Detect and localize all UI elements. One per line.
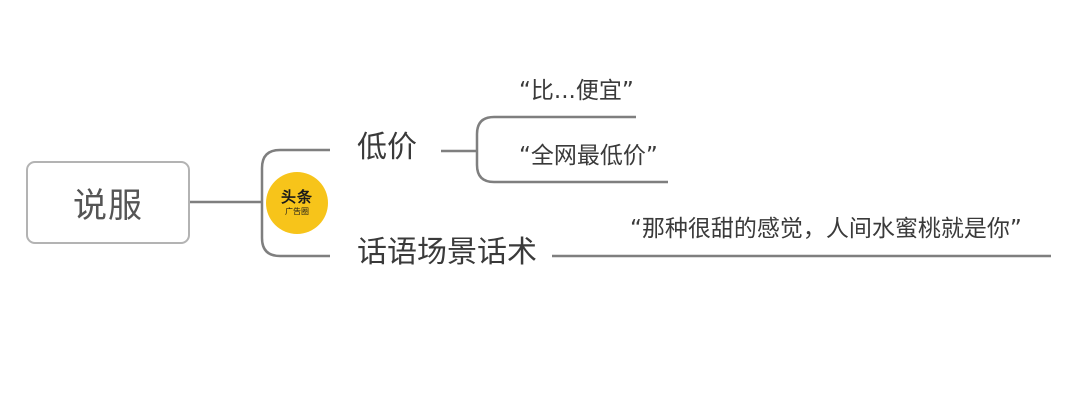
- branch-node-scenario-script[interactable]: 话语场景话术: [357, 235, 537, 270]
- connector-branch-1-bracket: [475, 115, 668, 184]
- leaf-node-cheaper-than[interactable]: “比...便宜”: [519, 78, 634, 104]
- watermark-main-text: 头条: [280, 188, 313, 207]
- leaf-node-sweet-feeling-quote[interactable]: “那种很甜的感觉，人间水蜜桃就是你”: [630, 216, 1022, 242]
- watermark-sub-text: 广告圈: [285, 206, 309, 216]
- connector-root-bracket: [260, 148, 330, 258]
- leaf-node-lowest-price[interactable]: “全网最低价”: [519, 143, 658, 169]
- root-node-label: 说服: [73, 186, 143, 226]
- branch-node-low-price[interactable]: 低价: [357, 130, 417, 165]
- root-node[interactable]: 说服: [26, 161, 190, 244]
- toutiao-watermark-logo: 头条 广告圈: [266, 172, 328, 234]
